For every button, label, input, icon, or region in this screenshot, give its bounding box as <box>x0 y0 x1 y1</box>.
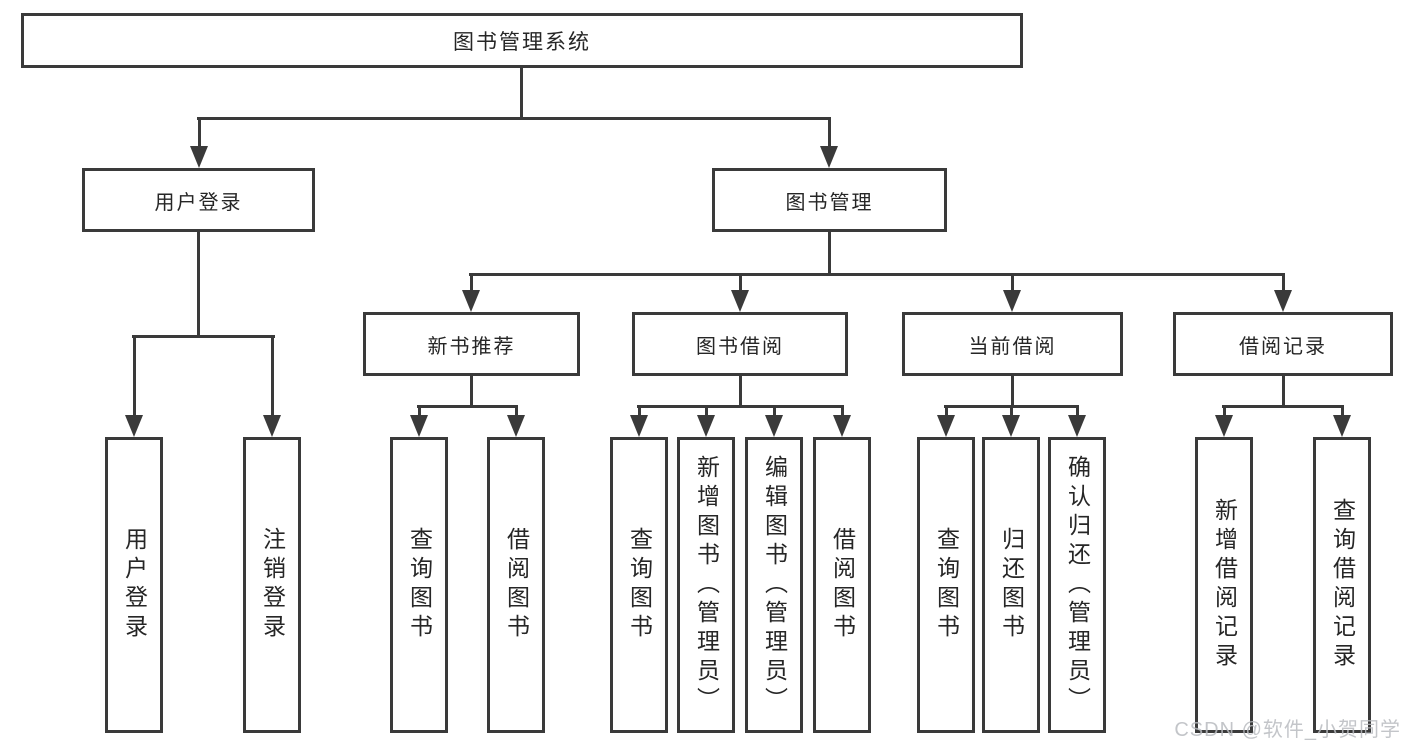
leaf-confirm-return-admin: 确认归还（管理员） <box>1048 437 1106 733</box>
connector <box>945 405 948 419</box>
leaf-label: 新增借阅记录 <box>1211 498 1238 672</box>
connector <box>515 405 518 419</box>
connector <box>739 273 742 294</box>
arrowhead <box>125 415 143 437</box>
connector <box>271 335 274 419</box>
leaf-edit-books-admin: 编辑图书（管理员） <box>745 437 803 733</box>
connector <box>1011 273 1014 294</box>
leaf-add-borrow-record: 新增借阅记录 <box>1195 437 1253 733</box>
leaf-add-books-admin: 新增图书（管理员） <box>677 437 735 733</box>
leaf-label: 新增图书（管理员） <box>693 454 720 716</box>
leaf-borrow-books-2: 借阅图书 <box>813 437 871 733</box>
leaf-label: 借阅图书 <box>503 527 530 643</box>
connector-login-branch <box>132 335 275 338</box>
node-current-borrow: 当前借阅 <box>902 312 1123 376</box>
arrowhead <box>1003 290 1021 312</box>
connector <box>1223 405 1226 419</box>
connector <box>773 405 776 419</box>
connector <box>638 405 641 419</box>
arrowhead <box>1002 415 1020 437</box>
arrowhead <box>1274 290 1292 312</box>
connector <box>133 335 136 419</box>
connector <box>1341 405 1344 419</box>
leaf-label: 用户登录 <box>121 527 148 643</box>
leaf-label: 借阅图书 <box>829 527 856 643</box>
leaf-label: 查询图书 <box>626 527 653 643</box>
connector-records-stub <box>1282 376 1285 408</box>
connector <box>705 405 708 419</box>
leaf-label: 查询借阅记录 <box>1329 498 1356 672</box>
node-root: 图书管理系统 <box>21 13 1023 68</box>
leaf-query-books-1: 查询图书 <box>390 437 448 733</box>
connector <box>841 405 844 419</box>
arrowhead <box>263 415 281 437</box>
node-user-login: 用户登录 <box>82 168 315 232</box>
leaf-query-books-3: 查询图书 <box>917 437 975 733</box>
leaf-borrow-books-1: 借阅图书 <box>487 437 545 733</box>
leaf-label: 注销登录 <box>259 527 286 643</box>
arrowhead <box>190 146 208 168</box>
node-label: 借阅记录 <box>1239 335 1327 358</box>
node-label: 用户登录 <box>154 191 243 214</box>
leaf-query-borrow-record: 查询借阅记录 <box>1313 437 1371 733</box>
leaf-label: 归还图书 <box>998 527 1025 643</box>
arrowhead <box>1068 415 1086 437</box>
arrowhead <box>697 415 715 437</box>
arrowhead <box>833 415 851 437</box>
connector-to-mgmt <box>828 117 831 150</box>
node-label: 图书管理 <box>785 191 874 214</box>
leaf-user-login: 用户登录 <box>105 437 163 733</box>
connector-borrow-branch <box>637 405 844 408</box>
connector-rec-stub <box>470 376 473 408</box>
connector-borrow-stub <box>739 376 742 408</box>
arrowhead <box>630 415 648 437</box>
leaf-return-books: 归还图书 <box>982 437 1040 733</box>
node-label: 新书推荐 <box>427 335 516 358</box>
leaf-query-books-2: 查询图书 <box>610 437 668 733</box>
node-label: 当前借阅 <box>968 335 1057 358</box>
connector-records-branch <box>1222 405 1344 408</box>
node-book-borrow: 图书借阅 <box>632 312 848 376</box>
node-book-management: 图书管理 <box>712 168 947 232</box>
arrowhead <box>820 146 838 168</box>
connector-branch-level3 <box>469 273 1285 276</box>
arrowhead <box>731 290 749 312</box>
node-root-label: 图书管理系统 <box>453 30 591 54</box>
connector-current-stub <box>1011 376 1014 408</box>
arrowhead <box>765 415 783 437</box>
connector-root-stub <box>520 68 523 120</box>
arrowhead <box>1333 415 1351 437</box>
connector-rec-branch <box>417 405 518 408</box>
node-new-book-recommend: 新书推荐 <box>363 312 580 376</box>
arrowhead <box>507 415 525 437</box>
connector <box>418 405 421 419</box>
connector <box>470 273 473 294</box>
arrowhead <box>1215 415 1233 437</box>
arrowhead <box>462 290 480 312</box>
connector-mgmt-stub <box>828 232 831 276</box>
arrowhead <box>410 415 428 437</box>
leaf-label: 确认归还（管理员） <box>1064 454 1091 716</box>
connector <box>1282 273 1285 294</box>
watermark-text: CSDN @软件_小贺同学 <box>1174 719 1401 741</box>
node-label: 图书借阅 <box>696 335 784 358</box>
connector-login-stub <box>197 232 200 338</box>
connector <box>1076 405 1079 419</box>
arrowhead <box>937 415 955 437</box>
leaf-label: 查询图书 <box>406 527 433 643</box>
leaf-logout: 注销登录 <box>243 437 301 733</box>
leaf-label: 查询图书 <box>933 527 960 643</box>
connector <box>1010 405 1013 419</box>
connector-branch-level1 <box>197 117 831 120</box>
leaf-label: 编辑图书（管理员） <box>761 454 788 716</box>
connector-to-login <box>198 117 201 150</box>
node-borrow-records: 借阅记录 <box>1173 312 1393 376</box>
